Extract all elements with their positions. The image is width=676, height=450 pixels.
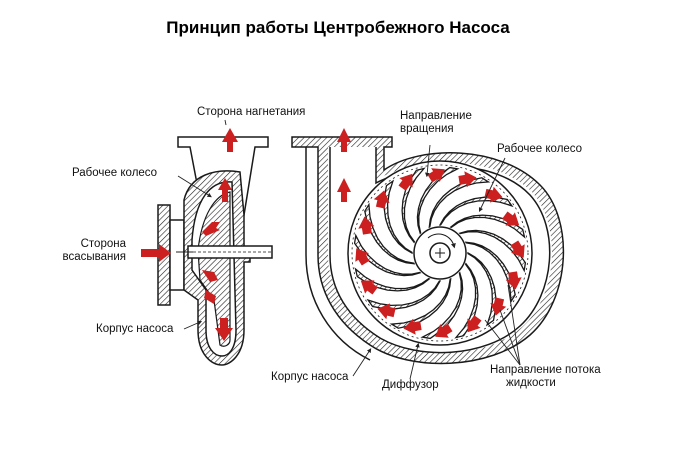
impeller-blade — [353, 233, 422, 277]
flow-arrow-icon — [502, 211, 520, 226]
suction-side-line1: Сторона — [80, 238, 126, 250]
volute-flow-arrows — [355, 168, 525, 338]
flow-arrow-icon — [202, 222, 220, 236]
suction-side-line2: всасывания — [62, 251, 126, 263]
suction-side-label: Сторона всасывания — [62, 238, 126, 264]
flow-arrow-icon — [490, 297, 507, 316]
flow-arrow-icon — [458, 171, 477, 188]
flow-arrow-icon — [373, 190, 390, 209]
side-flow-arrows — [141, 128, 238, 341]
side-section-view — [157, 136, 273, 366]
discharge-side-label: Сторона нагнетания — [197, 106, 306, 118]
impeller-blade — [366, 280, 442, 310]
leader-lines — [176, 119, 521, 380]
flow-arrow-icon — [204, 290, 216, 304]
impeller-blade — [383, 179, 413, 255]
diffuser-label: Диффузор — [382, 379, 439, 391]
flow-arrow-icon — [505, 271, 522, 290]
flow-direction-line1: Направление потока — [490, 364, 601, 376]
side-casing-label: Корпус насоса — [96, 323, 174, 335]
flow-arrow-icon — [427, 168, 445, 183]
flow-arrow-icon — [358, 216, 375, 235]
rotation-direction-icon — [427, 233, 456, 249]
flow-arrow-icon — [222, 128, 238, 152]
flow-arrow-icon — [355, 248, 370, 266]
discharge-flow-arrows — [337, 128, 351, 202]
flow-arrow-icon — [141, 244, 171, 262]
rotation-line1: Направление — [400, 110, 472, 122]
flow-arrow-icon — [467, 315, 482, 333]
impeller-blade — [420, 271, 464, 340]
volute-casing-label: Корпус насоса — [271, 371, 349, 383]
impeller-blade — [389, 277, 452, 329]
impeller-blade — [438, 196, 514, 226]
flow-arrow-icon — [377, 303, 396, 320]
impeller-blade — [458, 229, 527, 273]
impeller-blade — [416, 166, 460, 235]
rotation-line2: вращения — [400, 123, 454, 135]
flow-arrow-icon — [360, 280, 378, 295]
impeller-blade — [464, 241, 516, 304]
flow-direction-line2: жидкости — [506, 377, 556, 389]
flow-arrow-icon — [403, 318, 422, 335]
flow-arrow-icon — [510, 240, 525, 258]
flow-arrow-icon — [398, 173, 413, 191]
page-title: Принцип работы Центробежного Насоса — [166, 18, 510, 37]
impeller-blade — [364, 202, 416, 265]
flow-direction-label: Направление потока жидкости — [490, 364, 601, 390]
impeller-blade — [467, 251, 497, 327]
rotation-label: Направление вращения — [400, 110, 472, 136]
flow-arrow-icon — [435, 323, 453, 338]
flow-arrow-icon — [218, 178, 232, 202]
flow-arrow-icon — [215, 318, 233, 341]
volute-impeller-label: Рабочее колесо — [497, 143, 583, 155]
impeller-blade — [428, 177, 491, 229]
flow-arrow-icon — [202, 270, 218, 282]
side-impeller-label: Рабочее колесо — [72, 167, 158, 179]
flow-arrow-icon — [337, 128, 351, 152]
flow-arrow-icon — [337, 178, 351, 202]
